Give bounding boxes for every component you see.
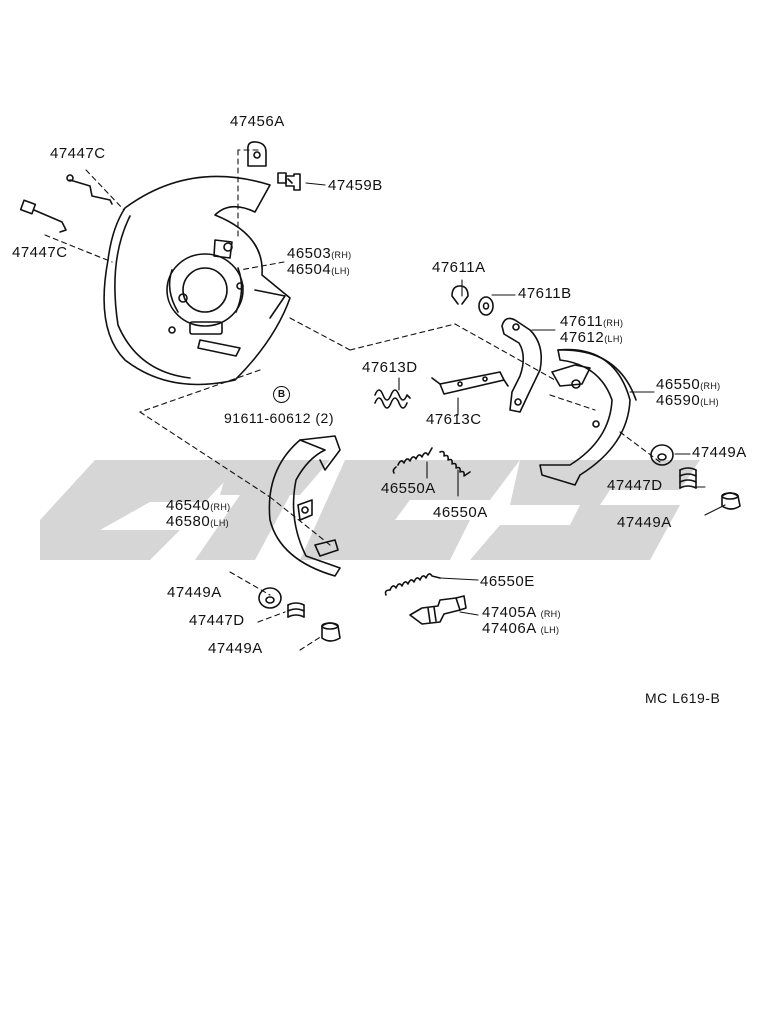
strut-spring: [374, 389, 411, 409]
cup-right-1: [650, 444, 674, 466]
part-number: 46590: [656, 392, 701, 409]
label-46550E: 46550E: [480, 573, 535, 590]
label-47449A-right-2: 47449A: [617, 514, 672, 531]
pin-top: [66, 174, 113, 205]
parking-lever: [501, 317, 543, 413]
part-number: 47611: [560, 313, 604, 330]
part-number: 46504: [287, 261, 332, 278]
label-46504: 46504(LH): [287, 262, 350, 279]
part-number: 46540: [166, 497, 211, 514]
label-47611: 47611(RH): [560, 314, 623, 331]
label-47447D-left: 47447D: [189, 612, 245, 629]
side-note: (RH): [700, 381, 721, 391]
part-number: 46550: [656, 376, 701, 393]
part-number: 46580: [166, 513, 211, 530]
side-note: (LH): [210, 518, 229, 528]
label-46540: 46540(RH): [166, 498, 230, 515]
leader-lines: [44, 149, 661, 651]
label-47447C-left: 47447C: [12, 244, 68, 261]
bolt-callout-circle: B: [273, 386, 290, 403]
shoe-left: [268, 435, 341, 577]
spring-long: [384, 573, 441, 596]
label-46550A-1: 46550A: [381, 480, 436, 497]
spring-right: [679, 467, 697, 489]
label-91611: 91611-60612 (2): [224, 410, 334, 426]
backing-plate: [103, 175, 291, 386]
side-note: (LH): [331, 266, 350, 276]
side-note: (LH): [540, 625, 560, 635]
label-47611B: 47611B: [518, 285, 572, 302]
side-note: (LH): [700, 397, 719, 407]
label-47456A: 47456A: [230, 113, 285, 130]
label-47459B: 47459B: [328, 177, 383, 194]
label-47613C: 47613C: [426, 411, 482, 428]
label-47449A-left-2: 47449A: [208, 640, 263, 657]
label-47611A: 47611A: [432, 259, 486, 276]
plug-part: [247, 141, 267, 167]
diagram-code: MC L619-B: [645, 690, 721, 706]
label-47447D-right: 47447D: [607, 477, 663, 494]
pin-left: [19, 199, 67, 233]
side-note: (RH): [331, 250, 352, 260]
cup-left-2: [321, 622, 341, 642]
side-note: (LH): [604, 334, 623, 344]
return-spring-2: [439, 450, 471, 477]
bleeder-screw: [277, 172, 301, 191]
label-47405A: 47405A (RH): [482, 605, 561, 622]
label-47406A: 47406A (LH): [482, 621, 559, 638]
part-number: 47405A: [482, 604, 536, 621]
spring-left: [287, 602, 305, 618]
label-47613D: 47613D: [362, 359, 418, 376]
label-47447C-top: 47447C: [50, 145, 106, 162]
label-46550: 46550(RH): [656, 377, 720, 394]
c-washer: [451, 285, 469, 305]
solid-leaders: [305, 182, 726, 616]
watermark-logo: [40, 460, 700, 560]
label-46590: 46590(LH): [656, 393, 719, 410]
part-number: 46503: [287, 245, 332, 262]
side-note: (RH): [540, 609, 561, 619]
cup-left-1: [258, 587, 282, 609]
shoe-right: [539, 348, 637, 486]
label-46550A-2: 46550A: [433, 504, 488, 521]
strut: [431, 371, 509, 395]
label-47449A-left-1: 47449A: [167, 584, 222, 601]
label-46580: 46580(LH): [166, 514, 229, 531]
cup-right-2: [721, 492, 741, 510]
return-spring-1: [392, 447, 433, 474]
part-number: 47612: [560, 329, 605, 346]
label-47449A-right-1: 47449A: [692, 444, 747, 461]
side-note: (RH): [603, 318, 624, 328]
adjuster: [409, 595, 467, 625]
label-47612: 47612(LH): [560, 330, 623, 347]
part-number: 47406A: [482, 620, 536, 637]
side-note: (RH): [210, 502, 231, 512]
label-46503: 46503(RH): [287, 246, 351, 263]
washer: [478, 296, 494, 316]
